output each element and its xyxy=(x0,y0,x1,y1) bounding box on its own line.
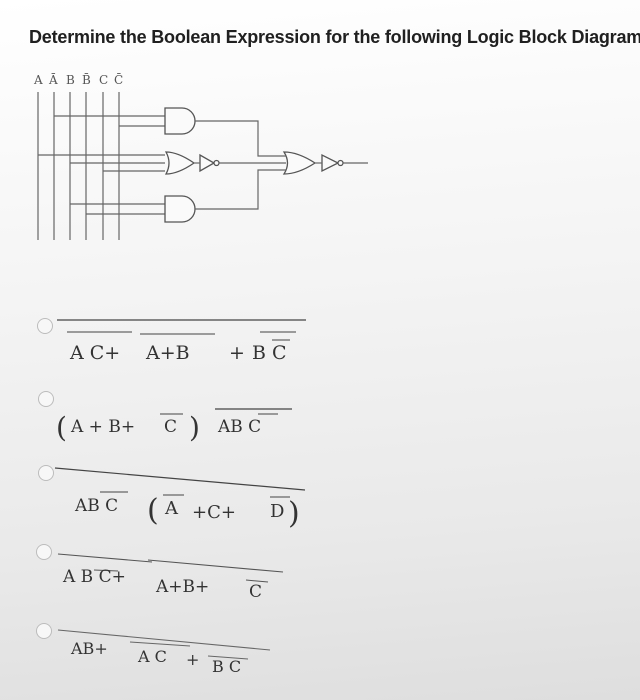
option-1[interactable]: A C+ A+B + B C xyxy=(0,310,640,380)
option-2-expression: ( A + B+ C ) AB C xyxy=(56,408,292,444)
input-label-b-bar: B̄ xyxy=(82,72,91,87)
option-5-expression: AB+ A C + B C xyxy=(57,629,271,676)
option-5[interactable]: AB+ A C + B C xyxy=(0,620,640,690)
option-3-term-5: D xyxy=(270,501,284,522)
or-gate-1 xyxy=(164,151,196,175)
option-2-term-2: A + B+ xyxy=(70,417,135,437)
option-2-term-4: ) xyxy=(189,411,200,444)
option-4[interactable]: A B C+ A+B+ C xyxy=(0,540,640,610)
option-1-expression: A C+ A+B + B C xyxy=(57,319,306,364)
option-1-term-4: B C xyxy=(252,342,287,364)
option-2-radio[interactable] xyxy=(38,391,54,407)
option-3-term-4: +C+ xyxy=(192,502,236,523)
option-1-term-3: + xyxy=(229,342,245,364)
option-2-term-3: C xyxy=(164,417,177,437)
input-label-a: A xyxy=(33,73,43,87)
input-label-c-bar: C̄ xyxy=(114,72,123,87)
option-4-radio[interactable] xyxy=(36,544,52,560)
option-3-radio[interactable] xyxy=(38,465,54,481)
option-3-term-3: A xyxy=(164,498,179,519)
logic-block-diagram: A Ā B B̄ C C̄ xyxy=(33,72,368,240)
option-4-term-3: C xyxy=(249,582,262,602)
input-label-a-bar: Ā xyxy=(48,72,58,87)
option-5-term-3: + xyxy=(186,650,199,669)
option-2-term-1: ( xyxy=(56,411,67,444)
option-3-expression: AB C ( A +C+ D ) xyxy=(54,467,306,531)
not-gate-1 xyxy=(199,153,216,173)
option-5-term-1: AB+ xyxy=(70,639,108,658)
option-3-term-6: ) xyxy=(288,496,300,531)
option-4-term-2: A+B+ xyxy=(155,577,209,597)
option-3[interactable]: AB C ( A +C+ D ) xyxy=(0,460,640,531)
option-4-expression: A B C+ A+B+ C xyxy=(57,553,284,602)
option-4-term-1: A B C+ xyxy=(62,567,126,587)
option-1-term-1: A C+ xyxy=(69,342,120,364)
question-text: Determine the Boolean Expression for the… xyxy=(29,27,640,47)
input-label-c: C xyxy=(99,73,108,87)
option-2-term-5: AB C xyxy=(217,417,261,437)
option-1-term-2: A+B xyxy=(145,342,190,364)
option-3-term-2: ( xyxy=(147,493,159,528)
input-label-b: B xyxy=(66,73,75,87)
or-gate-final xyxy=(282,151,317,175)
option-2[interactable]: ( A + B+ C ) AB C xyxy=(0,385,640,455)
option-5-radio[interactable] xyxy=(36,623,52,639)
option-3-term-1: AB C xyxy=(74,496,118,516)
option-1-radio[interactable] xyxy=(37,318,53,334)
not-gate-final xyxy=(321,153,340,173)
option-5-term-2: A C xyxy=(137,647,167,666)
option-5-term-4: B C xyxy=(212,657,241,676)
and-gate-2 xyxy=(164,195,196,223)
and-gate-1 xyxy=(164,107,196,135)
